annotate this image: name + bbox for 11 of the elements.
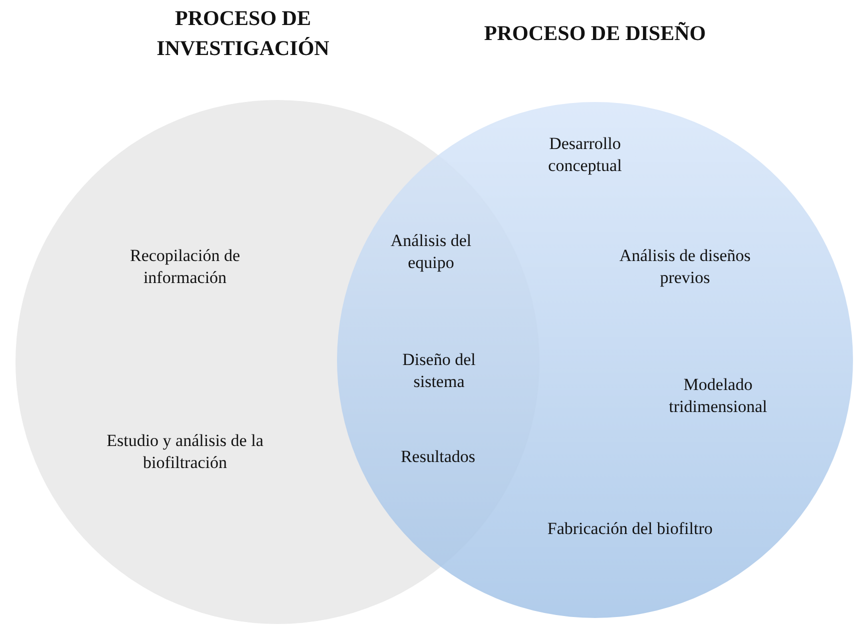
circle-text: Análisis de diseños previos xyxy=(618,245,752,289)
circle-heading: PROCESO DE INVESTIGACIÓN xyxy=(156,5,330,62)
circle-heading: PROCESO DE DISEÑO xyxy=(483,20,707,47)
circle-text: Recopilación de información xyxy=(129,245,241,289)
circle-text: Estudio y análisis de la biofiltración xyxy=(106,430,264,474)
circle-text: Fabricación del biofiltro xyxy=(546,518,714,540)
overlap-text: Resultados xyxy=(400,446,476,468)
circle-text: Modelado tridimensional xyxy=(668,374,768,418)
overlap-text: Análisis del equipo xyxy=(390,230,472,274)
overlap-text: Diseño del sistema xyxy=(401,349,477,393)
circle-text: Desarrollo conceptual xyxy=(547,133,623,177)
